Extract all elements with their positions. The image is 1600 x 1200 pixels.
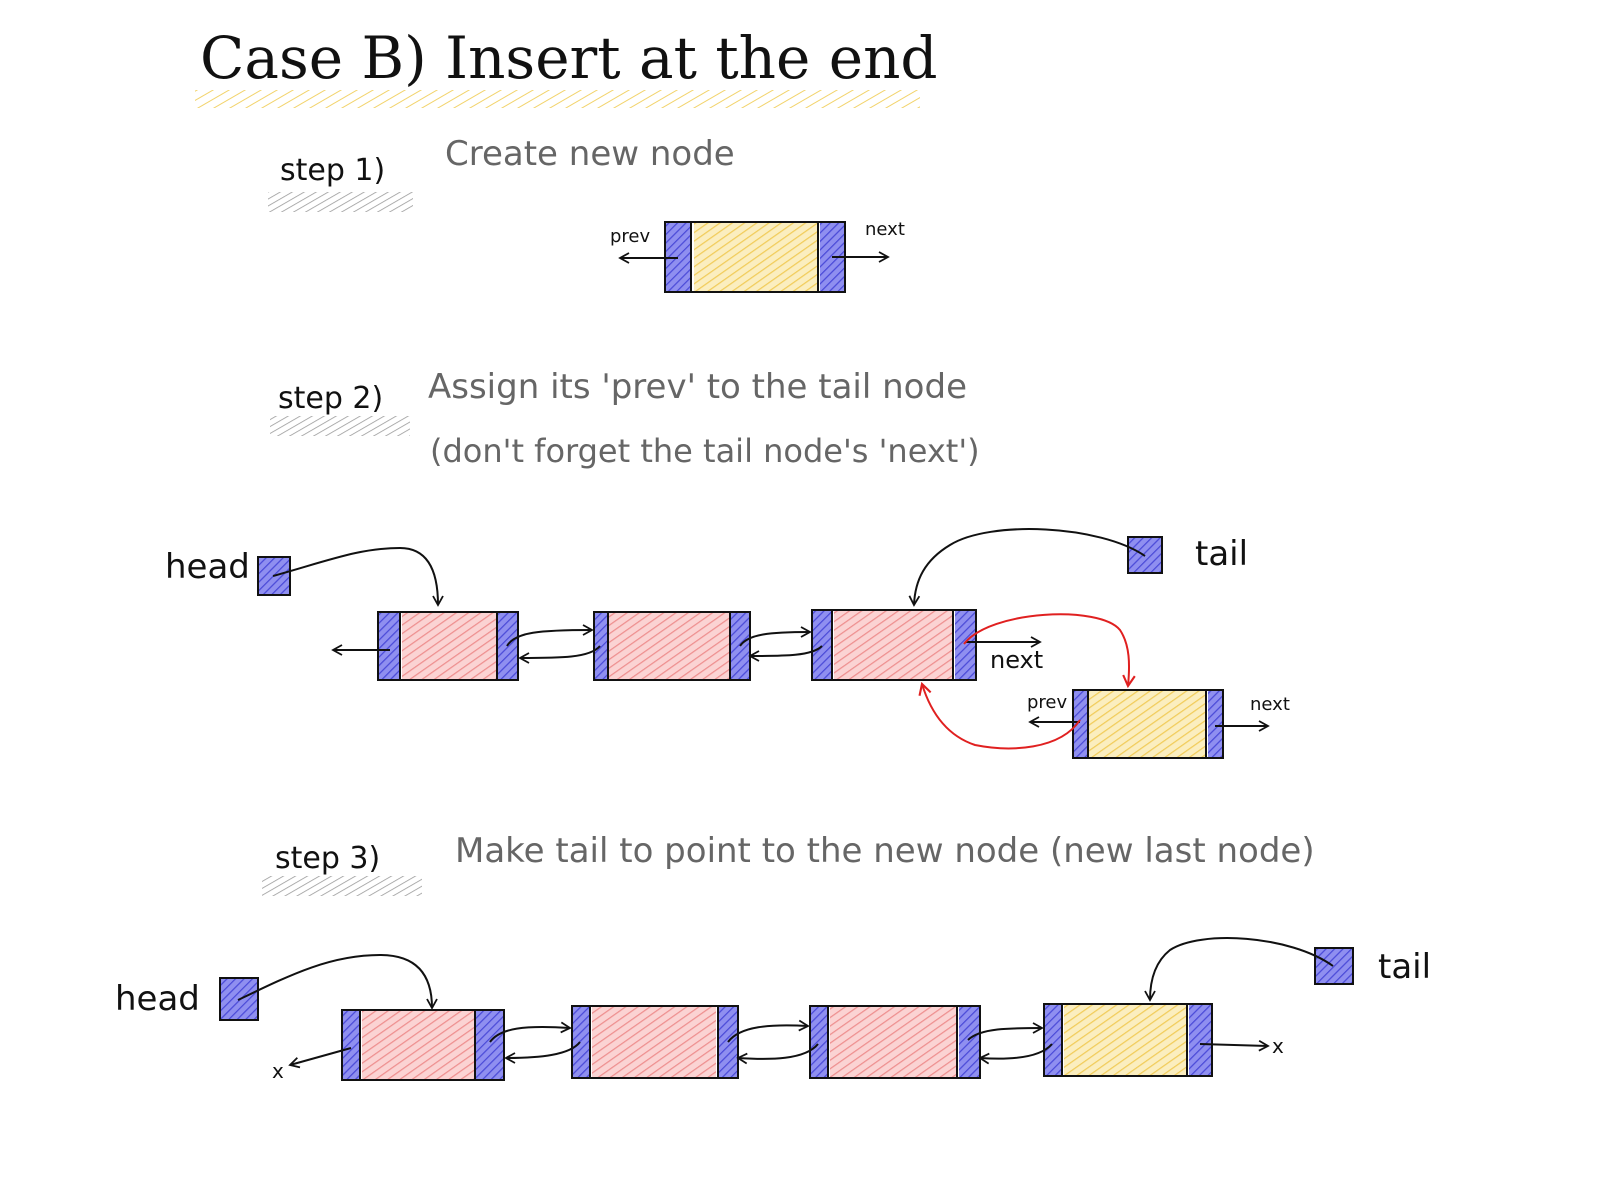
data-cell: [694, 223, 818, 291]
step3-node-3: [809, 1005, 981, 1079]
step2-red-next-arrow: [963, 613, 1136, 689]
step3-head-arrow: [237, 953, 438, 1010]
step3-null-right: x: [1272, 1034, 1284, 1058]
step3-node-4-new: [1043, 1003, 1213, 1077]
step3-node-2: [571, 1005, 739, 1079]
step3-tail-pointer: [1314, 947, 1354, 985]
step3-node1-prev-arrow: [288, 1047, 352, 1069]
step2-head-label: head: [165, 547, 250, 587]
step3-link-4-3: [978, 1043, 1053, 1065]
step3-underline: [262, 876, 422, 896]
step3-node4-next-arrow: [1199, 1039, 1270, 1052]
step3-tail-arrow: [1144, 937, 1334, 1002]
step2-tail-next-label: next: [990, 646, 1043, 674]
step2-description-line2: (don't forget the tail node's 'next'): [430, 432, 980, 470]
step1-label: step 1): [280, 153, 385, 188]
step2-tail-label: tail: [1195, 534, 1248, 574]
step3-link-1-2: [489, 1021, 572, 1043]
step2-node-3: [811, 609, 977, 681]
step3-link-3-2: [736, 1043, 819, 1065]
step2-link-2-1: [518, 645, 601, 664]
step2-head-arrow: [272, 546, 444, 607]
step2-red-prev-arrow: [918, 681, 1081, 750]
step3-tail-label: tail: [1378, 947, 1431, 987]
step3-link-2-3: [727, 1019, 810, 1043]
step2-link-3-2: [748, 645, 823, 662]
step3-link-2-1: [504, 1041, 581, 1064]
step3-label: step 3): [275, 841, 380, 876]
step2-description-line1: Assign its 'prev' to the tail node: [428, 367, 967, 407]
step3-null-left: x: [272, 1059, 284, 1083]
step1-next-label: next: [865, 219, 905, 240]
step2-node-2: [593, 611, 751, 681]
step2-label: step 2): [278, 381, 383, 416]
step3-description: Make tail to point to the new node (new …: [455, 831, 1315, 871]
new-node-step1: [664, 221, 846, 293]
step3-head-label: head: [115, 979, 200, 1019]
step1-description: Create new node: [445, 134, 735, 174]
step2-node-1: [377, 611, 519, 681]
step2-underline: [270, 416, 410, 436]
page-title: Case B) Insert at the end: [200, 24, 938, 92]
step1-prev-label: prev: [610, 226, 651, 247]
step2-link-1-2: [506, 624, 594, 647]
step3-link-3-4: [967, 1022, 1044, 1041]
title-underline: [195, 90, 920, 108]
step2-new-next-label: next: [1250, 694, 1290, 715]
step2-new-node: [1072, 689, 1224, 759]
step3-node-1: [341, 1009, 505, 1081]
step1-underline: [268, 192, 413, 212]
step2-new-prev-label: prev: [1027, 692, 1068, 713]
step2-tail-arrow: [908, 528, 1146, 607]
step2-link-2-3: [739, 626, 812, 647]
